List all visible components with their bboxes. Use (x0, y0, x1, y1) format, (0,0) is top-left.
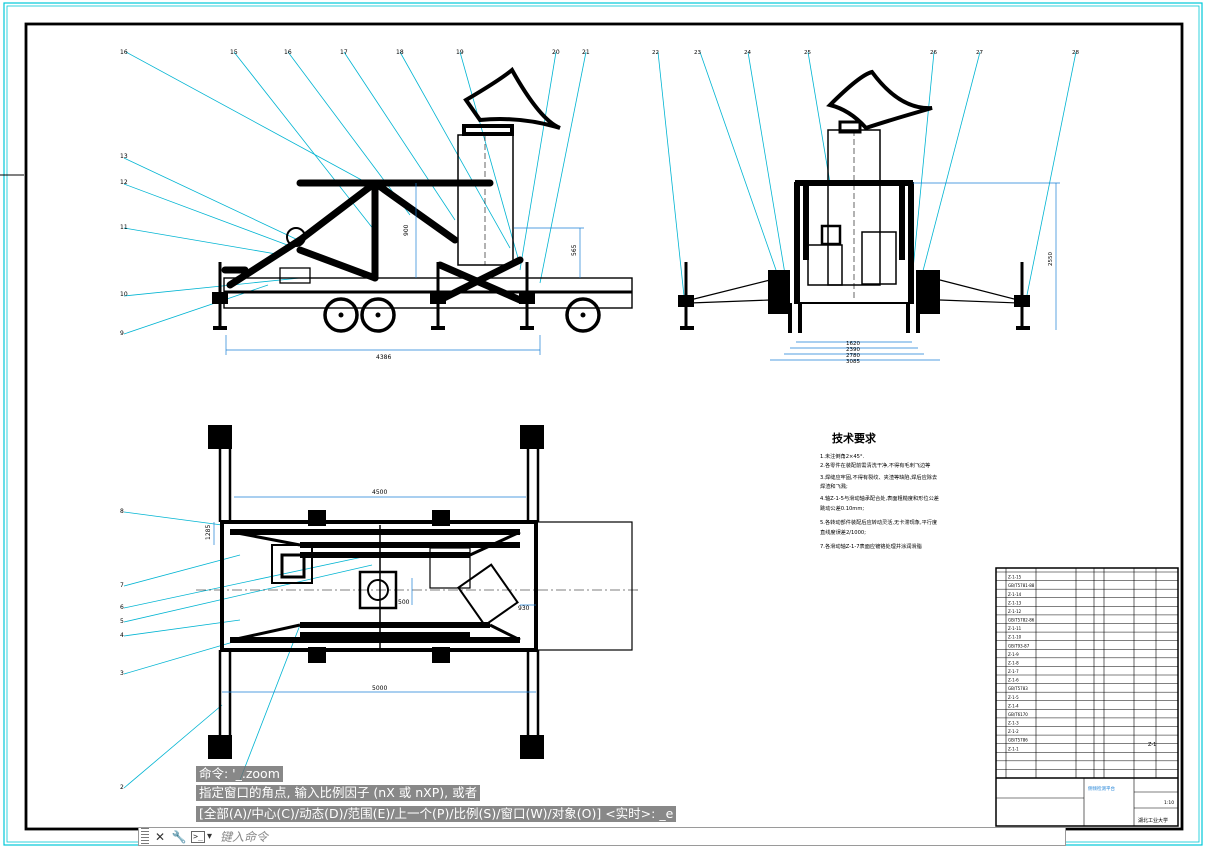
command-line-bar: ✕ 🔧 >_▾ (138, 827, 1066, 846)
close-icon[interactable]: ✕ (154, 829, 166, 844)
tb-scale: 1:10 (1164, 800, 1174, 806)
balloon-left-0: 13 (120, 153, 128, 160)
dim-side-length: 4386 (376, 354, 391, 361)
balloon-side-6: 20 (552, 49, 560, 56)
dim-top-h: 1285 (205, 525, 212, 540)
dim-top-w1: 4500 (372, 489, 387, 496)
tb-row-label: Z-1-12 (1008, 609, 1022, 614)
front-view (657, 51, 1077, 361)
tb-row-label: GB/T5782-86 (1008, 618, 1035, 623)
balloon-front-6: 28 (1072, 50, 1079, 56)
tb-row-label: Z-1-11 (1008, 626, 1022, 631)
balloon-top-3: 5 (120, 618, 124, 625)
front-leaders (657, 51, 1077, 301)
balloon-front-1: 23 (694, 50, 701, 56)
dim-top-a: 500 (398, 599, 410, 606)
tb-row-label: GB/T5781-88 (1008, 583, 1035, 588)
top-view-labels: 4500 5000 1285 500 930 8 7 6 5 4 3 2 (120, 489, 530, 791)
dim-front-w4: 3085 (846, 359, 860, 365)
command-history-line-2: 指定窗口的角点, 输入比例因子 (nX 或 nXP), 或者 (196, 785, 481, 801)
command-history-line-1: 命令: '_.zoom (196, 766, 283, 782)
tech-note-4: 4.轴Z-1-5与滑动轴承配合处,表面粗糙度和形位公差 (820, 494, 939, 502)
tech-note-3: 焊渣和飞溅; (820, 482, 848, 490)
balloon-left-4: 9 (120, 330, 124, 337)
side-view (123, 51, 633, 355)
balloon-top-2: 6 (120, 604, 124, 611)
title-block-labels: Z-1-15GB/T5781-88Z-1-14Z-1-13Z-1-12GB/T5… (1008, 575, 1035, 752)
tb-row-label: Z-1-7 (1008, 669, 1019, 674)
tb-row-label: GB/T5783 (1008, 686, 1028, 691)
dim-side-h1: 900 (403, 224, 410, 236)
dim-front-h: 2550 (1048, 252, 1054, 266)
dim-top-b: 930 (518, 605, 530, 612)
balloon-side-4: 18 (396, 49, 404, 56)
balloon-left-1: 12 (120, 179, 128, 186)
dim-front-w1: 1620 (846, 341, 860, 347)
front-view-labels: 1620 2390 2780 3085 2550 22 23 24 25 26 … (652, 50, 1079, 365)
prompt-icon[interactable]: >_▾ (191, 830, 212, 843)
balloon-top-1: 7 (120, 582, 124, 589)
tb-row-label: Z-1-13 (1008, 600, 1022, 605)
tb-row-label: Z-1-9 (1008, 652, 1019, 657)
tb-title: 侧倾检测平台 (1088, 785, 1115, 792)
balloon-front-2: 24 (744, 50, 751, 56)
balloon-top-0: 8 (120, 508, 124, 515)
dim-front-w2: 2390 (846, 347, 860, 353)
tb-row-label: Z-1-6 (1008, 678, 1019, 683)
tb-row-label: GB/T5786 (1008, 738, 1028, 743)
tb-row-label: GB/T93-87 (1008, 643, 1030, 648)
balloon-side-7: 21 (582, 49, 590, 56)
command-history-line-3: [全部(A)/中心(C)/动态(D)/范围(E)/上一个(P)/比例(S)/窗口… (196, 806, 677, 822)
grip-handle[interactable] (141, 828, 149, 845)
dim-side-h2: 565 (571, 244, 578, 256)
tb-school: 湖北工业大学 (1138, 817, 1168, 824)
command-input[interactable] (218, 828, 1043, 845)
balloon-side-0: 16 (120, 49, 128, 56)
tb-row-label: Z-1-4 (1008, 703, 1019, 708)
tb-row-label: Z-1-15 (1008, 575, 1022, 580)
tech-note-2: 3.焊缝应牢固,不得有裂纹、夹渣等缺陷,焊后应除去 (820, 473, 937, 481)
balloon-top-6: 2 (120, 784, 124, 791)
balloon-side-3: 17 (340, 49, 348, 56)
tb-row-label: Z-1-8 (1008, 660, 1019, 665)
balloon-side-1: 15 (230, 49, 238, 56)
dim-top-w2: 5000 (372, 685, 387, 692)
side-view-labels: 4386 900 565 16 15 16 17 18 19 20 21 13 … (120, 49, 590, 361)
balloon-top-4: 4 (120, 632, 124, 639)
balloon-front-0: 22 (652, 50, 659, 56)
tech-notes: 技术要求 1.未注倒角2×45°. 2.各零件在装配前需清洗干净,不得有毛刺飞边… (820, 431, 939, 550)
balloon-side-2: 16 (284, 49, 292, 56)
dim-front-w3: 2780 (846, 353, 860, 359)
tech-note-0: 1.未注倒角2×45°. (820, 452, 865, 460)
tb-row-label: Z-1-5 (1008, 695, 1019, 700)
tb-row-label: Z-1-2 (1008, 729, 1019, 734)
balloon-front-5: 27 (976, 50, 983, 56)
tb-sheet: Z-1 (1148, 742, 1156, 748)
tech-note-7: 直线度误差2/1000; (820, 528, 866, 536)
balloon-left-2: 11 (120, 224, 128, 231)
wrench-icon[interactable]: 🔧 (171, 829, 187, 844)
tb-row-label: GB/T6170 (1008, 712, 1028, 717)
title-block-text: 侧倾检测平台 湖北工业大学 1:10 Z-1 (1088, 742, 1174, 824)
tb-row-label: Z-1-14 (1008, 592, 1022, 597)
top-leaders (123, 511, 373, 789)
balloon-top-5: 3 (120, 670, 124, 677)
tb-row-label: Z-1-1 (1008, 746, 1019, 751)
balloon-front-4: 26 (930, 50, 937, 56)
tech-note-5: 跳动公差0.10mm; (820, 504, 864, 512)
tech-note-1: 2.各零件在装配前需清洗干净,不得有毛刺飞边等 (820, 461, 930, 469)
tb-row-label: Z-1-10 (1008, 635, 1022, 640)
balloon-front-3: 25 (804, 50, 811, 56)
tech-note-8: 7.各滑动轴Z-1-7表面应镀铬处理并涂润滑脂 (820, 542, 922, 550)
title-block (995, 567, 1179, 827)
tb-row-label: Z-1-3 (1008, 721, 1019, 726)
outer-sheet-border (3, 2, 1203, 846)
balloon-side-5: 19 (456, 49, 464, 56)
tech-notes-title: 技术要求 (832, 431, 877, 445)
balloon-left-3: 10 (120, 291, 128, 298)
tech-note-6: 5.各转动部件装配后应转动灵活,无卡滞现象,平行度 (820, 518, 937, 526)
top-view (123, 425, 638, 789)
side-leaders (123, 51, 587, 335)
